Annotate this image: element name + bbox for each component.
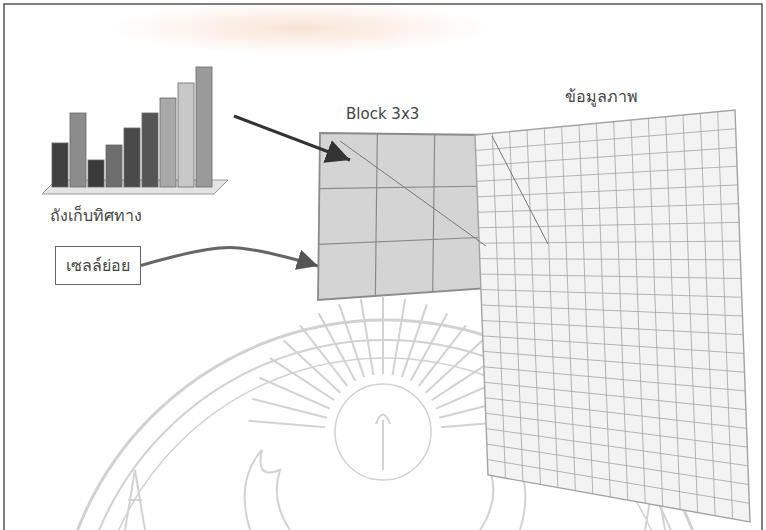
watermark-ray [361,299,374,375]
grid-line [375,134,377,296]
grid-line [482,305,743,316]
watermark-ray [339,304,364,377]
grid-line [484,382,745,409]
projection-line [492,136,548,244]
grid-line [476,147,736,165]
grid-line [487,444,749,484]
grid-line [485,398,747,429]
grid-line [319,237,491,244]
grid-line [478,204,738,213]
image-grid-shape [470,110,752,530]
grid-line [480,259,741,260]
image-grid-outline [475,110,750,522]
projection-line [340,141,486,246]
grid-line [487,460,749,504]
cell-box: เซลล์ย่อย [55,246,141,285]
grid-line [484,367,745,391]
block-grid-shape [318,133,494,301]
cell-label: เซลล์ย่อย [66,253,130,278]
frame [4,4,762,530]
histogram-bars [52,67,212,187]
grid-line [481,290,742,298]
grid-line [479,222,740,227]
grid-line [483,351,744,372]
grid-line [477,185,737,197]
grid-line [486,413,748,447]
watermark-ray [411,313,448,381]
block-grid-outline [318,133,492,300]
histogram-arrow [234,116,350,160]
watermark-ray [319,313,356,381]
grid-heading: ข้อมูลภาพ [565,84,638,109]
watermark-ray [402,304,427,377]
block-grid: Block 3x3 [318,133,494,301]
grid-line [480,274,741,278]
watermark-ray [259,378,330,409]
grid-line [476,129,736,151]
grid-line [483,336,744,354]
grid-line [319,186,491,189]
image-grid: ข้อมูลภาพ [470,110,752,530]
watermark-smear [110,2,490,54]
curved-arrow [141,247,318,266]
watermark-ray [248,421,325,427]
grid-line [433,134,435,292]
caption-label: ถังเก็บทิศทาง [50,203,142,228]
grid-line [482,320,743,334]
watermark-ray [300,325,347,386]
grid-line [479,241,740,243]
watermark-ray [382,297,384,374]
grid-line [486,429,748,466]
grid-heading: Block 3x3 [346,105,419,123]
watermark-ray [393,299,406,375]
grid-line [477,166,737,181]
